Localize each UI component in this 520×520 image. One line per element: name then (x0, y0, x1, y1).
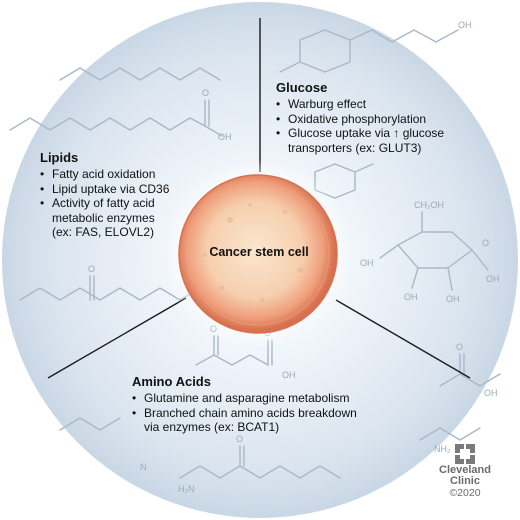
oh-label-4: OH (446, 294, 460, 304)
cell-inner-ring (186, 182, 330, 326)
lipids-item-activity: Activity of fatty acid (40, 196, 210, 211)
oh-label-2: OH (360, 258, 374, 268)
amino-item-bcaa-cont: via enzymes (ex: BCAT1) (144, 420, 280, 434)
lipids-item-enzymes: metabolic enzymes (52, 210, 155, 225)
amino-acids-section: Amino Acids Glutamine and asparagine met… (132, 374, 432, 435)
n-label: N (140, 462, 147, 472)
divider-left (47, 297, 187, 379)
cancer-stem-cell (178, 174, 338, 334)
lipids-item-examples: (ex: FAS, ELOVL2) (52, 225, 155, 239)
lipids-list: Fatty acid oxidation Lipid uptake via CD… (40, 167, 210, 211)
amino-acids-title: Amino Acids (132, 374, 211, 389)
nh2-label: NH₂ (434, 444, 451, 454)
chemical-structures-decoration (9, 29, 501, 479)
h2n-label: H₂N (178, 484, 195, 494)
amino-item-glutamine: Glutamine and asparagine metabolism (132, 391, 432, 406)
glucose-item-oxphos: Oxidative phosphorylation (276, 112, 476, 127)
ring-oxygen-label: O (482, 238, 489, 248)
glucose-item-uptake: Glucose uptake via ↑ glucose (276, 126, 476, 141)
lipids-item-oxidation: Fatty acid oxidation (40, 167, 210, 182)
ch2oh-label: CH₂OH (414, 200, 444, 210)
o-label-2: O (88, 264, 95, 274)
oh-label-8: OH (484, 388, 498, 398)
cell-label: Cancer stem cell (209, 245, 309, 259)
cleveland-clinic-logo: Cleveland Clinic ©2020 (430, 444, 500, 500)
glucose-item-uptake-cont: transporters (ex: GLUT3) (288, 140, 422, 155)
cleveland-clinic-logo-mark (455, 444, 475, 464)
logo-line-2: Clinic (450, 475, 480, 487)
amino-acids-list: Glutamine and asparagine metabolism Bran… (132, 391, 432, 420)
oh-label-7: OH (282, 370, 296, 380)
section-dividers (47, 18, 471, 379)
amino-item-bcaa: Branched chain amino acids breakdown (132, 406, 432, 421)
glucose-title: Glucose (276, 80, 328, 95)
oh-label-1: OH (486, 274, 500, 284)
lipids-title: Lipids (40, 150, 79, 165)
glucose-item-warburg: Warburg effect (276, 97, 476, 112)
o-label-6: O (456, 342, 463, 352)
oh-label-3: OH (404, 292, 418, 302)
glucose-section: Glucose Warburg effect Oxidative phospho… (276, 80, 476, 155)
o-label-1: O (202, 88, 209, 98)
copyright: ©2020 (449, 487, 481, 499)
divider-right (335, 299, 471, 379)
oh-label-9: OH (458, 20, 472, 30)
o-label-5: O (236, 434, 243, 444)
cell-texture (203, 203, 319, 302)
lipids-section: Lipids Fatty acid oxidation Lipid uptake… (40, 150, 210, 240)
glucose-list: Warburg effect Oxidative phosphorylation… (276, 97, 476, 141)
lipids-item-cd36: Lipid uptake via CD36 (40, 182, 210, 197)
logo-line-1: Cleveland (439, 464, 491, 476)
oh-label-5: OH (218, 132, 232, 142)
